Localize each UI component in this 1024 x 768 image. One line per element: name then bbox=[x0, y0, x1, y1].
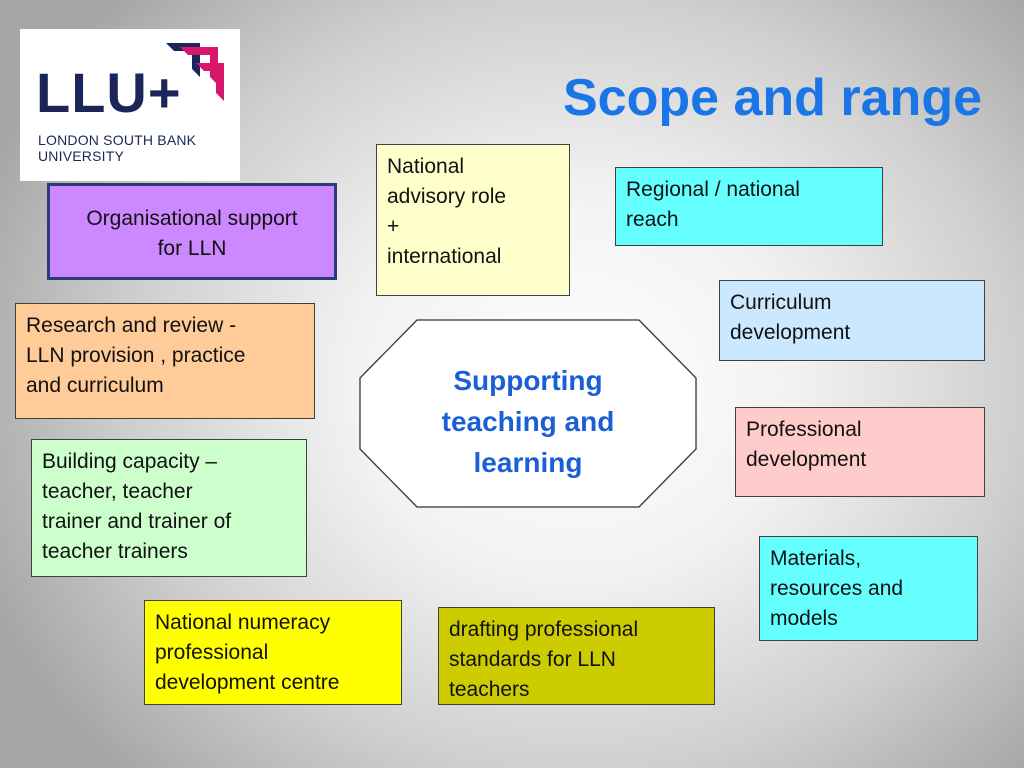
box-line: teacher, teacher bbox=[42, 480, 193, 503]
logo: LLU+ LONDON SOUTH BANK UNIVERSITY bbox=[20, 29, 240, 181]
box-research-review: Research and review - LLN provision , pr… bbox=[15, 303, 315, 419]
box-line: LLN provision , practice bbox=[26, 344, 246, 367]
box-line: development bbox=[730, 321, 851, 344]
logo-mark: LLU+ bbox=[36, 61, 182, 124]
box-line: drafting professional bbox=[449, 618, 639, 641]
diagonal-arrows-icon bbox=[166, 43, 224, 101]
box-line: international bbox=[387, 245, 502, 268]
box-line: teachers bbox=[449, 678, 530, 701]
box-line: + bbox=[387, 215, 400, 238]
box-line: for LLN bbox=[157, 237, 227, 260]
box-building-capacity: Building capacity – teacher, teacher tra… bbox=[31, 439, 307, 577]
box-line: Materials, bbox=[770, 547, 862, 570]
box-line: Curriculum bbox=[730, 291, 832, 314]
center-line: teaching and bbox=[441, 406, 615, 437]
slide-title: Scope and range bbox=[563, 69, 982, 127]
logo-line-2: UNIVERSITY bbox=[38, 148, 125, 164]
box-national-numeracy: National numeracy professional developme… bbox=[144, 600, 402, 705]
box-line: Building capacity – bbox=[42, 450, 218, 473]
center-text: Supporting teaching and learning bbox=[399, 360, 657, 483]
box-materials-resources: Materials, resources and models bbox=[759, 536, 978, 641]
box-professional-development: Professional development bbox=[735, 407, 985, 497]
box-line: Regional / national bbox=[626, 178, 800, 201]
box-line: Professional bbox=[746, 418, 862, 441]
box-line: and curriculum bbox=[26, 374, 164, 397]
box-line: Organisational support bbox=[86, 207, 298, 230]
box-curriculum-development: Curriculum development bbox=[719, 280, 985, 361]
center-octagon bbox=[359, 319, 697, 508]
box-national-advisory: National advisory role + international bbox=[376, 144, 570, 296]
box-line: development bbox=[746, 448, 867, 471]
center-line: Supporting bbox=[453, 365, 603, 396]
box-regional-reach: Regional / national reach bbox=[615, 167, 883, 246]
box-line: models bbox=[770, 607, 838, 630]
box-line: development centre bbox=[155, 671, 340, 694]
center-line: learning bbox=[473, 447, 583, 478]
logo-line-1: LONDON SOUTH BANK bbox=[38, 132, 197, 148]
box-line: National bbox=[387, 155, 465, 178]
box-drafting-standards: drafting professional standards for LLN … bbox=[438, 607, 715, 705]
box-line: National numeracy bbox=[155, 611, 331, 634]
box-line: resources and bbox=[770, 577, 904, 600]
box-line: standards for LLN bbox=[449, 648, 616, 671]
box-organisational-support: Organisational support for LLN bbox=[47, 183, 337, 280]
box-line: reach bbox=[626, 208, 679, 231]
box-line: trainer and trainer of bbox=[42, 510, 232, 533]
box-line: Research and review - bbox=[26, 314, 237, 337]
box-line: advisory role bbox=[387, 185, 507, 208]
box-line: professional bbox=[155, 641, 269, 664]
box-line: teacher trainers bbox=[42, 540, 188, 563]
